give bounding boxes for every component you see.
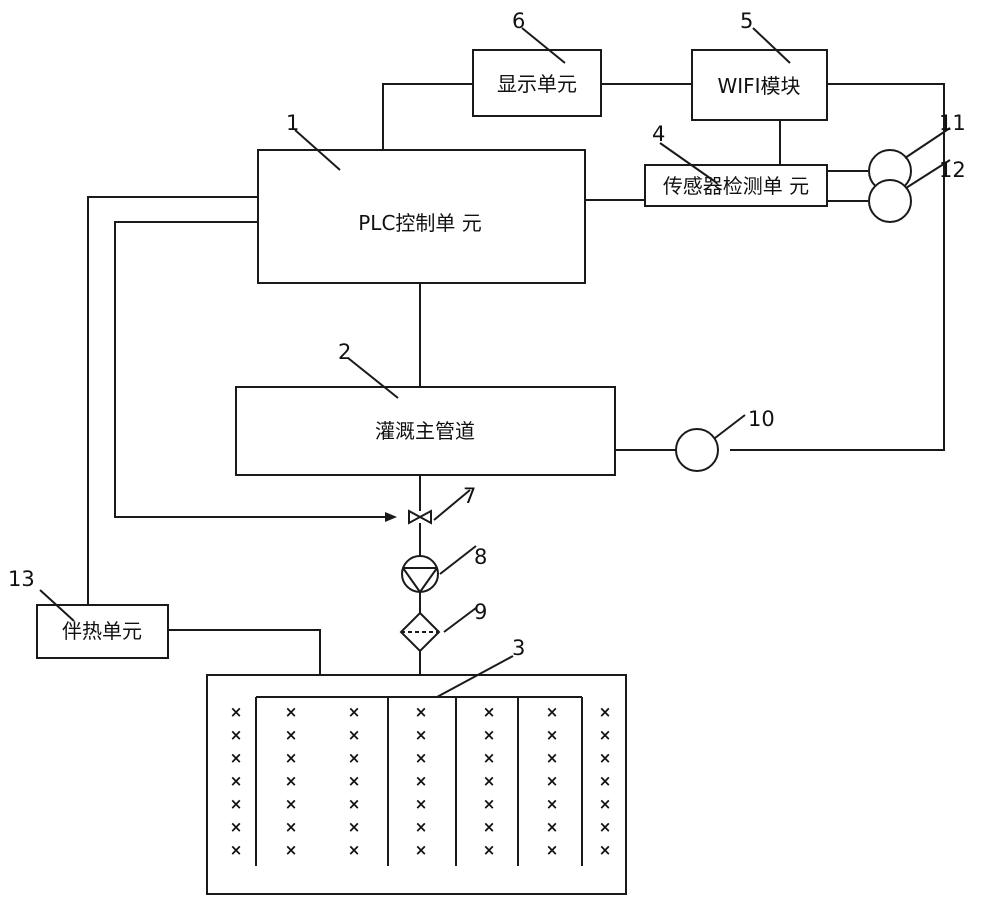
valve-7-icon	[408, 509, 432, 525]
plant-marker: ×	[348, 818, 361, 836]
arrowhead-valve	[385, 512, 397, 522]
plant-marker: ×	[348, 841, 361, 859]
heat-tracing-unit-label: 伴热单元	[62, 619, 142, 643]
plant-marker: ×	[599, 772, 612, 790]
plant-marker: ×	[415, 772, 428, 790]
planting-field-box	[206, 674, 627, 895]
connection-wires	[87, 83, 945, 866]
plant-marker: ×	[483, 841, 496, 859]
plant-marker: ×	[230, 818, 243, 836]
plant-marker: ×	[546, 703, 559, 721]
plant-marker: ×	[415, 703, 428, 721]
plant-marker: ×	[415, 841, 428, 859]
plant-marker: ×	[415, 726, 428, 744]
plant-marker: ×	[230, 703, 243, 721]
plant-marker: ×	[546, 726, 559, 744]
wire-plc-heat	[87, 196, 258, 605]
plant-marker: ×	[348, 772, 361, 790]
ref-number-7: 7	[463, 484, 476, 508]
plant-marker: ×	[285, 818, 298, 836]
main-pipe-box	[235, 386, 616, 476]
sensor-12-circle	[868, 179, 912, 223]
plant-marker: ×	[599, 703, 612, 721]
plant-marker: ×	[415, 749, 428, 767]
wifi-module-label: WIFI模块	[717, 74, 800, 98]
plc-control-unit-box	[257, 149, 586, 284]
plant-marker: ×	[546, 749, 559, 767]
flow-meter-10-circle	[675, 428, 719, 472]
ref-number-8: 8	[474, 545, 487, 569]
plant-marker: ×	[599, 818, 612, 836]
sensor-detection-unit-label: 传感器检测单 元	[663, 174, 809, 198]
ref-number-11: 11	[939, 111, 966, 135]
plant-marker: ×	[483, 772, 496, 790]
plant-marker: ×	[285, 703, 298, 721]
ref-number-13: 13	[8, 567, 35, 591]
plant-marker: ×	[285, 841, 298, 859]
heat-tracing-unit-box	[36, 604, 169, 659]
ref-number-4: 4	[652, 122, 665, 146]
leader-lines	[39, 27, 951, 698]
plant-marker: ×	[599, 795, 612, 813]
display-unit-box	[472, 49, 602, 117]
plant-marker: ×	[230, 841, 243, 859]
plant-marker: ×	[546, 818, 559, 836]
plant-marker: ×	[230, 726, 243, 744]
plant-marker: ×	[348, 726, 361, 744]
plant-marker: ×	[230, 795, 243, 813]
plant-marker: ×	[415, 795, 428, 813]
ref-number-10: 10	[748, 407, 775, 431]
ref-number-6: 6	[512, 9, 525, 33]
plant-marker: ×	[348, 795, 361, 813]
ref-number-12: 12	[939, 158, 966, 182]
sensor-detection-unit-box	[644, 164, 828, 207]
plant-marker: ×	[415, 818, 428, 836]
plant-marker: ×	[285, 749, 298, 767]
filter-9-icon	[399, 611, 441, 653]
plant-marker: ×	[546, 795, 559, 813]
wire-plc-valve	[114, 221, 392, 518]
display-unit-label: 显示单元	[497, 72, 577, 96]
plant-marker: ×	[599, 726, 612, 744]
plant-marker: ×	[348, 703, 361, 721]
plant-markers: × × × × × × × × × × × × × × × × × × × × × × × × × × × × × × × × × × × × × × × ×…	[230, 703, 612, 859]
plant-marker: ×	[230, 749, 243, 767]
plant-marker: ×	[599, 841, 612, 859]
ref-number-1: 1	[286, 111, 299, 135]
plant-marker: ×	[483, 818, 496, 836]
plant-marker: ×	[230, 772, 243, 790]
plant-marker: ×	[483, 703, 496, 721]
plant-marker: ×	[285, 772, 298, 790]
plant-marker: ×	[285, 726, 298, 744]
ref-number-2: 2	[338, 340, 351, 364]
main-pipe-label: 灌溉主管道	[375, 419, 475, 443]
plant-marker: ×	[483, 749, 496, 767]
wifi-module-box	[691, 49, 828, 121]
plant-marker: ×	[348, 749, 361, 767]
plant-marker: ×	[483, 795, 496, 813]
plant-marker: ×	[546, 841, 559, 859]
field-pipe-lines	[255, 696, 583, 866]
ref-number-9: 9	[474, 600, 487, 624]
plc-control-unit-label: PLC控制单 元	[358, 211, 482, 235]
wire-wifi-meter10	[730, 83, 945, 451]
plant-marker: ×	[546, 772, 559, 790]
ref-number-5: 5	[740, 9, 753, 33]
plant-marker: ×	[285, 795, 298, 813]
wire-plc-display	[382, 83, 473, 150]
plant-marker: ×	[483, 726, 496, 744]
pump-8-icon	[401, 555, 439, 594]
ref-number-3: 3	[512, 636, 525, 660]
plant-marker: ×	[599, 749, 612, 767]
